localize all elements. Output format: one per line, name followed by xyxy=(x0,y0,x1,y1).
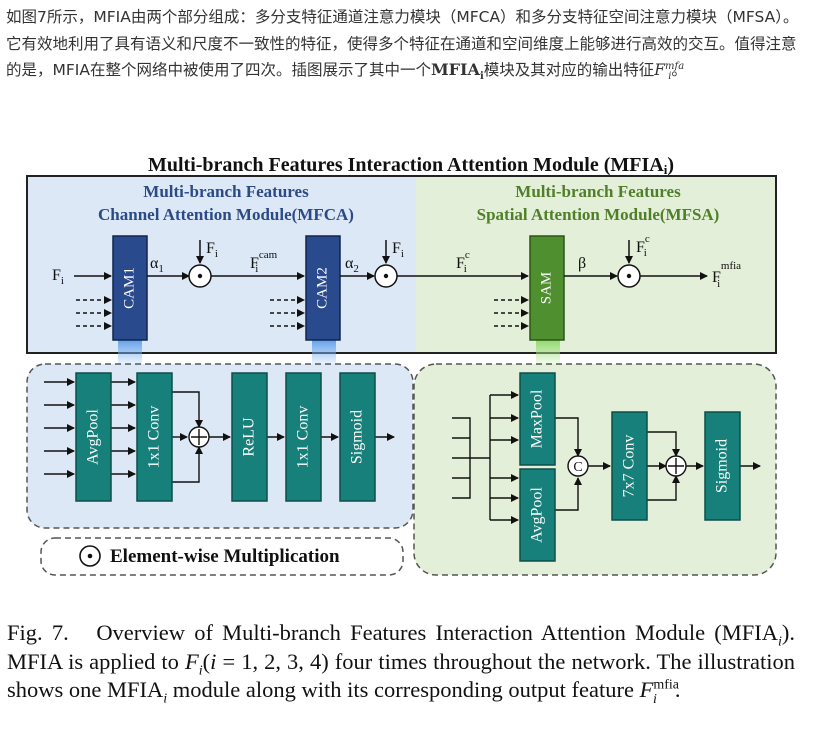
caption-t1-sub: i xyxy=(778,634,782,650)
ch-label-conv1: 1x1 Conv xyxy=(146,406,163,469)
intro-feature-symbol: Fmfai xyxy=(654,61,684,83)
caption-t5: module along with its corresponding outp… xyxy=(167,677,640,702)
figure-caption: Fig. 7. Overview of Multi-branch Feature… xyxy=(7,619,796,707)
beta-label: β xyxy=(578,255,586,272)
ch-label-relu: ReLU xyxy=(241,417,258,457)
mfsa-title-1: Multi-branch Features xyxy=(515,182,681,201)
sam-glow xyxy=(536,338,560,364)
caption-t2: ). MFIA is applied to xyxy=(7,620,796,674)
top-panel-border xyxy=(26,175,777,354)
caption-out-sup: mfia xyxy=(653,677,679,693)
mfsa-top-panel xyxy=(416,176,776,353)
feat-symbol: F xyxy=(654,61,666,79)
sam-label: SAM xyxy=(538,272,554,305)
ch-label-avgpool: AvgPool xyxy=(85,409,102,465)
intro-text-c: 。 xyxy=(671,61,687,79)
mfca-title-1: Multi-branch Features xyxy=(143,182,309,201)
legend-mult-dot xyxy=(87,553,93,559)
caption-t3: ( xyxy=(202,648,211,674)
legend-text: Element-wise Multiplication xyxy=(110,546,340,567)
caption-t4: = 1, 2, 3, 4) four times throughout the … xyxy=(7,648,795,703)
caption-t6: . xyxy=(674,677,681,702)
mult1-dot xyxy=(197,273,203,279)
cam2-label: CAM2 xyxy=(314,267,330,309)
ch-block-conv2 xyxy=(285,372,322,502)
fi-top1-label: Fi xyxy=(206,240,218,260)
sp-block-conv7 xyxy=(611,411,648,521)
mfca-title-2: Channel Attention Module(MFCA) xyxy=(98,205,354,224)
intro-paragraph: 如图7所示，MFIA由两个部分组成：多分支特征通道注意力模块（MFCA）和多分支… xyxy=(6,4,806,84)
caption-label: Fig. 7. xyxy=(7,620,69,645)
channel-blocks: AvgPool 1x1 Conv ReLU 1x1 Conv Sigmoid xyxy=(75,372,376,502)
cam1-dashed-inputs xyxy=(76,296,112,330)
caption-f-sym: F xyxy=(184,648,199,674)
ch-label-conv2: 1x1 Conv xyxy=(295,406,312,469)
ch-block-conv1 xyxy=(136,372,173,502)
figure-title: Multi-branch Features Interaction Attent… xyxy=(148,154,674,177)
mfia-symbol: MFIA xyxy=(430,60,480,79)
intro-text-b: 模块及其对应的输出特征 xyxy=(483,61,655,79)
alpha2-label: α2 xyxy=(345,255,359,275)
mfia-sub: i xyxy=(479,71,484,83)
spatial-detail-panel xyxy=(413,363,777,576)
cam2-glow xyxy=(312,338,336,364)
spatial-detail-wires xyxy=(452,391,761,524)
intro-text-a: 如图7所示，MFIA由两个部分组成：多分支特征通道注意力模块（MFCA）和多分支… xyxy=(6,8,799,79)
input-F-label: Fi xyxy=(52,267,64,287)
ch-block-relu xyxy=(231,372,268,502)
caption-t4-sub: i xyxy=(163,691,168,707)
caption-out-sym: F xyxy=(639,677,654,702)
cam1-label: CAM1 xyxy=(121,267,137,309)
caption-out-sub: i xyxy=(652,691,657,707)
sp-block-avgpool xyxy=(519,468,556,562)
cam1-glow xyxy=(118,338,142,364)
sam-block xyxy=(529,235,565,341)
sp-block-maxpool xyxy=(519,372,556,466)
caption-i-sym: i xyxy=(210,648,217,674)
concat-label: C xyxy=(573,460,582,475)
legend-box xyxy=(40,537,404,576)
sam-dashed-inputs xyxy=(494,296,529,330)
cam2-dashed-inputs xyxy=(270,296,305,330)
ch-label-sigmoid: Sigmoid xyxy=(349,410,366,464)
sp-label-conv7: 7x7 Conv xyxy=(621,435,638,498)
feat-sup: mfa xyxy=(665,60,685,72)
cam2-block xyxy=(305,235,341,341)
channel-add-plus xyxy=(191,429,207,445)
alpha1-label: α1 xyxy=(150,255,164,275)
sp-block-sigmoid xyxy=(704,411,741,521)
spatial-add-plus xyxy=(668,458,684,474)
feat-sub: i xyxy=(668,71,672,83)
sp-label-sigmoid: Sigmoid xyxy=(714,439,731,493)
mfca-top-panel xyxy=(27,176,416,353)
intro-mfia-symbol: MFIAi xyxy=(430,60,484,83)
mult2-dot xyxy=(383,273,389,279)
caption-f-sub: i xyxy=(198,663,203,678)
cam1-block xyxy=(112,235,148,341)
sp-label-maxpool: MaxPool xyxy=(529,389,546,448)
mfsa-title-2: Spatial Attention Module(MFSA) xyxy=(477,205,720,224)
caption-t1: Overview of Multi-branch Features Intera… xyxy=(96,620,779,645)
sp-label-avgpool: AvgPool xyxy=(529,487,546,543)
ch-block-sigmoid xyxy=(339,372,376,502)
fi-top2-label: Fi xyxy=(392,240,404,260)
channel-detail-wires xyxy=(44,378,395,483)
concat-op xyxy=(567,455,589,477)
ch-block-avgpool xyxy=(75,372,112,502)
mult3-dot xyxy=(626,273,632,279)
